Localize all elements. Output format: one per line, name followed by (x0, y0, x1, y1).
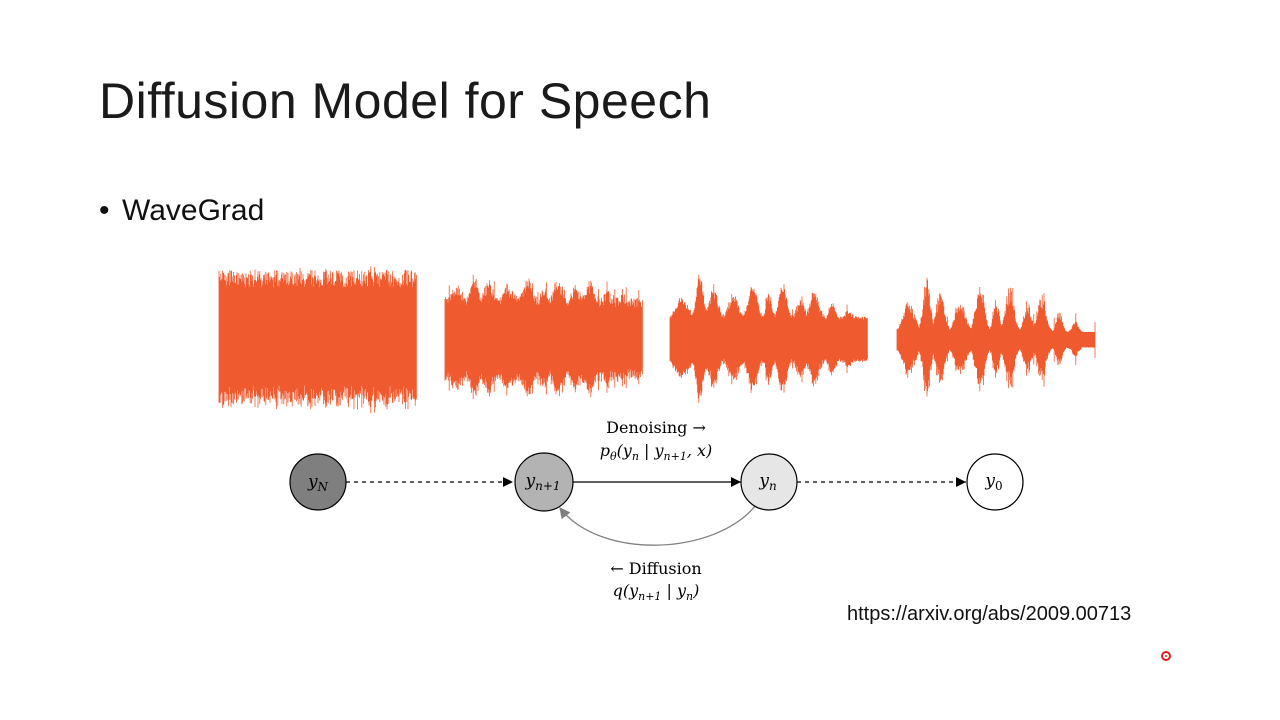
svg-text:yn: yn (758, 471, 776, 493)
diffusion-label: ← Diffusion (610, 559, 701, 578)
node-yn1-sub: n+1 (535, 479, 560, 493)
node-yN-sub: N (317, 480, 329, 494)
node-yn-label: y (758, 471, 769, 491)
node-yN: yN (289, 453, 347, 511)
waveform-noise-low (669, 274, 868, 403)
waveform-trace (669, 274, 868, 403)
node-y0: y0 (966, 453, 1024, 511)
denoising-formula: pθ(yn | yn+1, x) (600, 441, 713, 463)
slide-title: Diffusion Model for Speech (99, 73, 712, 129)
bullet-item: • WaveGrad (99, 194, 264, 228)
laser-pointer-icon (1161, 651, 1171, 661)
source-link[interactable]: https://arxiv.org/abs/2009.00713 (847, 603, 1132, 625)
svg-text:yn+1: yn+1 (524, 471, 560, 493)
node-yn1-label: y (524, 471, 535, 491)
node-yn1: yn+1 (514, 452, 574, 512)
denoising-label: Denoising → (606, 418, 706, 437)
bullet-text: WaveGrad (122, 194, 265, 227)
node-y0-sub: 0 (995, 479, 1003, 493)
waveform-noise-full (218, 266, 417, 414)
edge-diffusion-curve (559, 504, 757, 546)
node-y0-label: y (984, 471, 995, 491)
diffusion-formula: q(yn+1 | yn) (613, 581, 700, 603)
node-yn: yn (740, 453, 798, 511)
node-yN-label: y (307, 472, 318, 492)
waveform-trace (444, 274, 643, 400)
node-yn-sub: n (769, 479, 777, 493)
svg-text:yN: yN (307, 472, 329, 494)
waveform-clean-speech (896, 277, 1096, 397)
svg-text:y0: y0 (984, 471, 1002, 493)
waveform-trace (896, 277, 1096, 397)
bullet-marker: • (99, 194, 110, 227)
waveform-noise-partial (444, 274, 643, 400)
waveform-trace (218, 266, 417, 414)
